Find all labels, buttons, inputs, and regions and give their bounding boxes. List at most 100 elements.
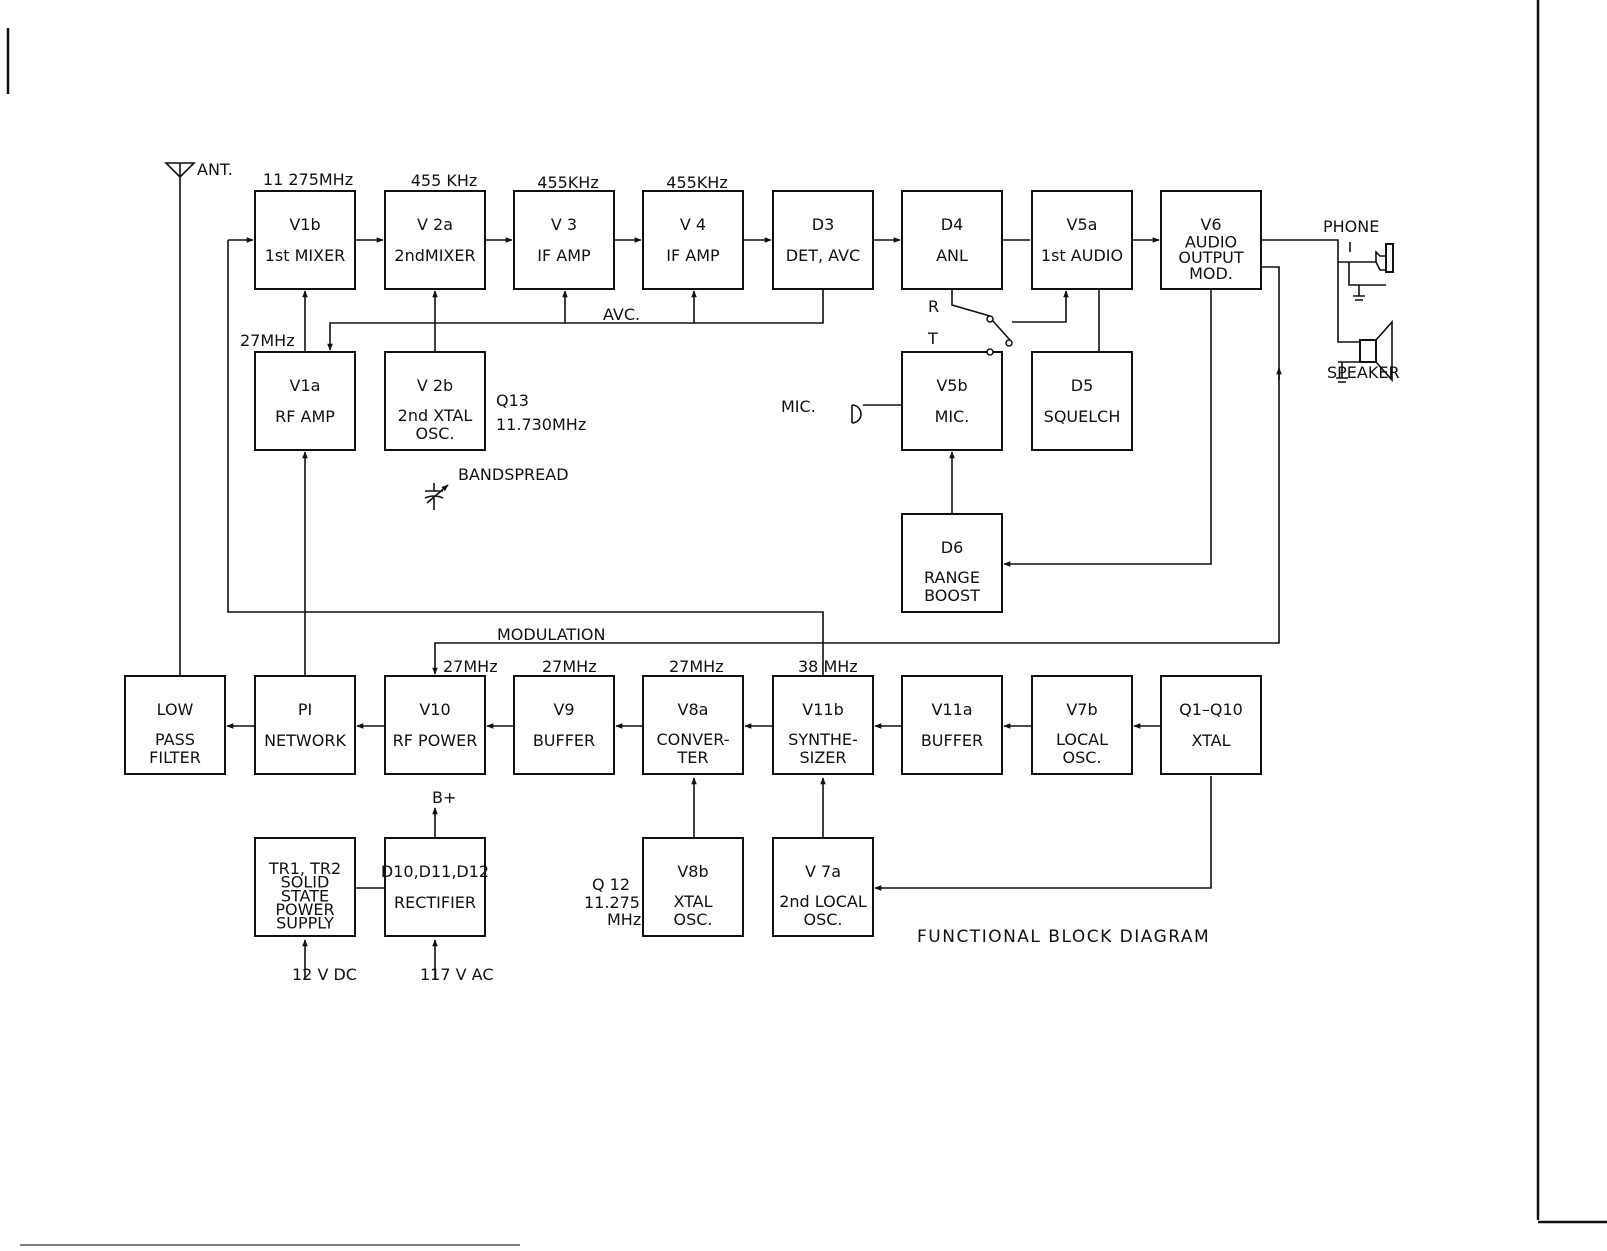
label-f-q12-b: MHz [607,910,641,929]
path-v11b-v1b [227,240,824,676]
block-v8b-line-2: XTAL [673,892,712,911]
block-v1b: V1b 1st MIXER [254,190,356,290]
path-v6-phone [1261,239,1339,262]
block-lpf-line-2: PASS [155,730,195,749]
block-v6-line-3: OUTPUT [1178,248,1243,267]
block-d6-line-3: BOOST [924,586,980,605]
block-v5a-line-1: V5a [1067,215,1098,234]
block-v8a-line-3: TER [677,748,709,767]
block-v11a-line-2: BUFFER [921,731,983,750]
label-q12: Q 12 [592,875,630,894]
block-q1q10-frame [1160,675,1262,775]
block-v5a-line-2: 1st AUDIO [1041,246,1123,265]
block-v2a-frame [384,190,486,290]
label-f-q13: 11.730MHz [496,415,586,434]
label-f-v1a: 27MHz [240,331,295,350]
block-v5a-frame [1031,190,1133,290]
block-v2a-line-1: V 2a [417,215,453,234]
signal-paths [179,177,1339,980]
block-v3-line-1: V 3 [551,215,577,234]
block-v4-frame [642,190,744,290]
block-d4-line-2: ANL [936,246,968,265]
path-switch-v5a [1012,290,1069,323]
block-v11b-line-3: SIZER [799,748,846,767]
block-v6-line-1: V6 [1200,215,1221,234]
block-v7b-line-3: OSC. [1062,748,1101,767]
block-v7a-line-3: OSC. [803,910,842,929]
path-v6-d6 [1003,289,1212,567]
symbol-group [164,162,1394,510]
block-tr-line-1: TR1, TR2 [268,859,341,878]
block-v10-line-1: V10 [419,700,450,719]
phone-jack-icon [1338,243,1394,301]
block-v5b-line-1: V5b [936,376,967,395]
block-d5-line-2: SQUELCH [1044,407,1121,426]
block-v7b-line-2: LOCAL [1056,730,1108,749]
diagram-title: FUNCTIONAL BLOCK DIAGRAM [917,927,1210,947]
block-d3-line-2: DET, AVC [786,246,860,265]
label-mic: MIC. [781,397,816,416]
label-avc: AVC. [603,305,640,324]
block-lpf-line-3: FILTER [149,748,201,767]
block-v11b-frame [772,675,874,775]
path-modulation [432,266,1280,675]
block-v7b-frame [1031,675,1133,775]
block-tr-line-3: STATE [281,886,329,905]
path-avc-v1a [327,289,824,351]
block-v11a-frame [901,675,1003,775]
block-v4: V 4IF AMP [642,190,744,290]
block-v1a-frame [254,351,356,451]
block-pi-frame [254,675,356,775]
block-v4-line-2: IF AMP [666,246,720,265]
block-rect-frame [384,837,486,937]
block-v8a-frame [642,675,744,775]
label-sw-r: R [928,297,939,316]
block-tr-frame [254,837,356,937]
block-v11b-line-2: SYNTHE- [788,730,858,749]
block-d3-line-1: D3 [812,215,835,234]
block-v1a-line-1: V1a [290,376,321,395]
block-lpf-frame [124,675,226,775]
block-v1b-line-2: 1st MIXER [265,246,346,265]
label-dc: 12 V DC [292,965,357,984]
label-f-v10: 27MHz [443,657,498,676]
block-v8b-line-3: OSC. [673,910,712,929]
block-v9-line-1: V9 [553,700,574,719]
block-d4-frame [901,190,1003,290]
block-v3-frame [513,190,615,290]
block-pi-line-1: PI [298,700,312,719]
block-v1b-line-1: V1b [289,215,320,234]
antenna-icon [164,162,196,179]
block-tr-line-2: SOLID [281,873,330,892]
block-v7a-line-2: 2nd LOCAL [779,892,867,911]
block-v6-frame [1160,190,1262,290]
label-f-v3: 455KHz [537,173,598,192]
label-f-v1b: 11 275MHz [263,170,353,189]
block-v7a-frame [772,837,874,937]
variable-capacitor-icon [424,483,449,510]
block-d4-line-1: D4 [941,215,964,234]
block-d3-frame [772,190,874,290]
path-d4-switch [951,289,991,317]
block-tr-line-4: POWER [275,900,334,919]
